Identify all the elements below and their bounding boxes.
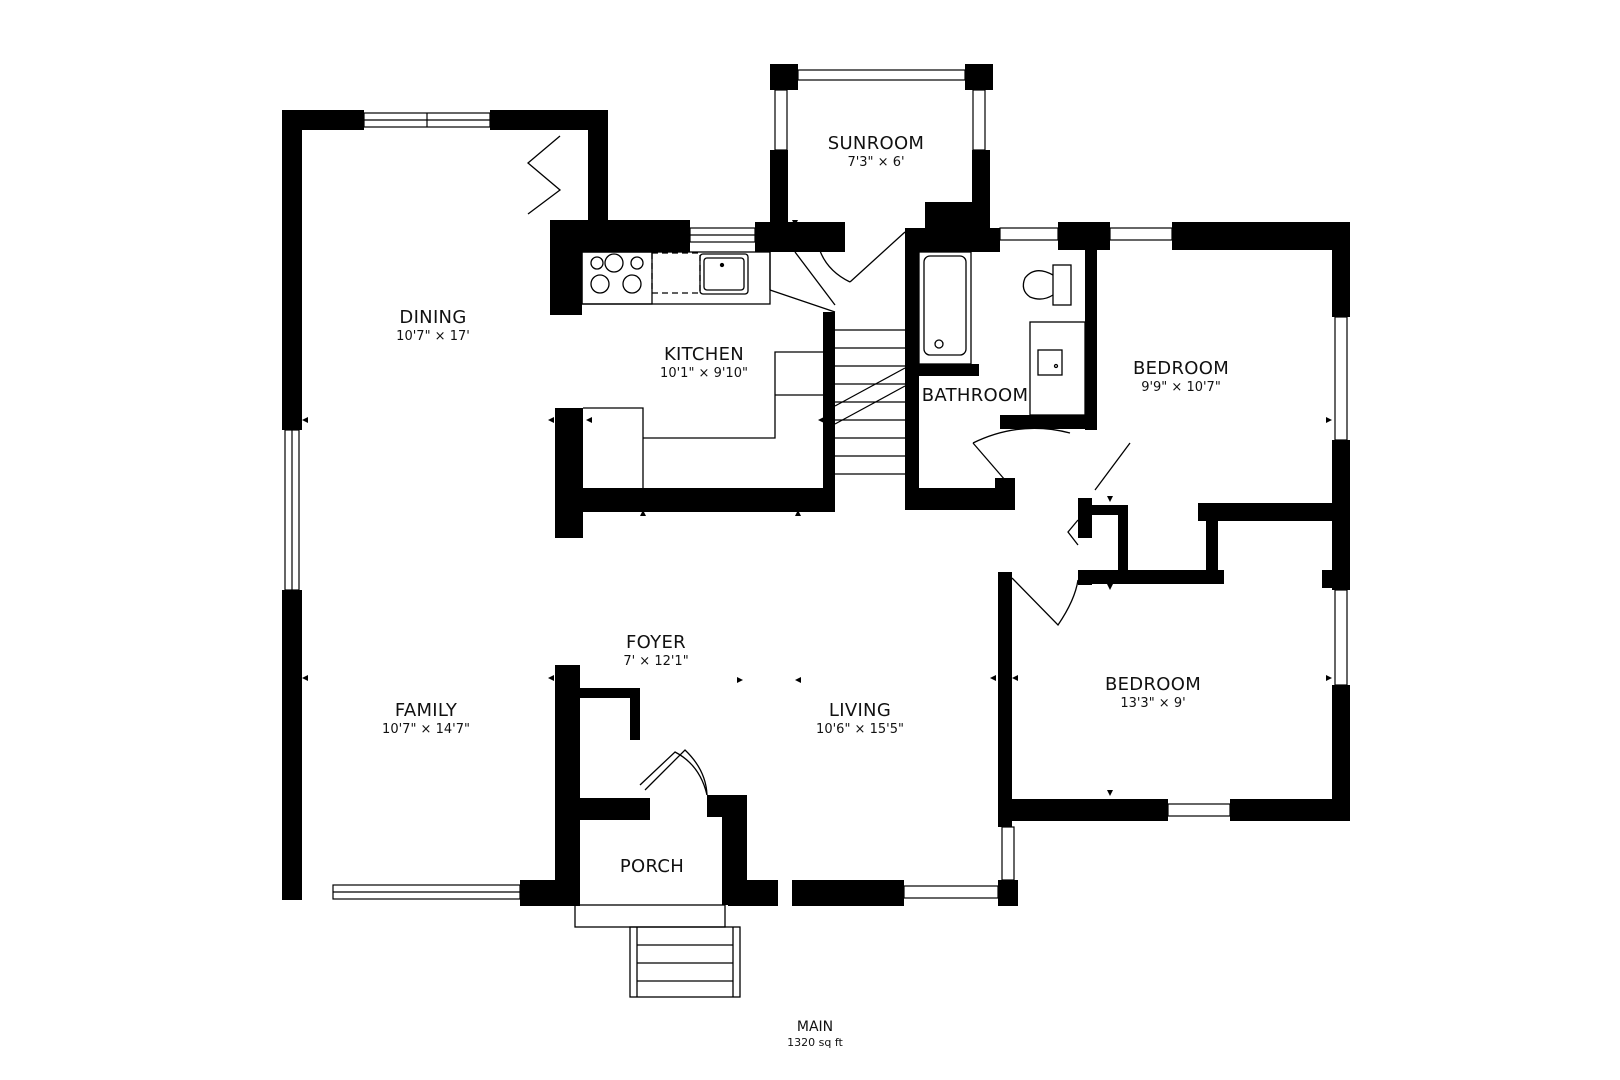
floor-area: 1320 sq ft [787,1036,843,1049]
vanity-sink-icon [1029,321,1086,416]
room-label-sunroom: SUNROOM 7'3" × 6' [828,133,925,171]
walls [282,64,1350,906]
stairs-icon [834,329,906,475]
room-label-kitchen: KITCHEN 10'1" × 9'10" [660,344,748,382]
toilet-icon [1022,264,1072,306]
room-label-dining: DINING 10'7" × 17' [396,307,470,345]
room-label-living: LIVING 10'6" × 15'5" [816,700,904,738]
room-dimensions: 10'7" × 17' [396,329,470,344]
bathtub-icon [907,251,972,365]
room-dimensions: 10'1" × 9'10" [660,366,748,381]
room-dimensions: 7'3" × 6' [847,155,905,170]
room-name: SUNROOM [827,133,925,154]
dishwasher-icon [651,252,701,294]
room-name: BATHROOM [921,385,1029,406]
room-label-bedroom-upper: BEDROOM 9'9" × 10'7" [1133,358,1229,396]
room-dimensions: 10'7" × 14'7" [382,722,470,737]
room-name: LIVING [828,700,892,721]
room-dimensions: 10'6" × 15'5" [816,722,904,737]
room-name: BEDROOM [1132,358,1230,379]
room-label-family: FAMILY 10'7" × 14'7" [382,700,470,738]
room-name: PORCH [619,856,685,877]
room-label-foyer: FOYER 7' × 12'1" [623,632,688,670]
porch-steps [574,904,741,998]
room-label-porch: PORCH [620,856,684,878]
room-name: FAMILY [394,700,458,721]
room-label-bathroom: BATHROOM [922,385,1029,407]
room-name: DINING [399,307,467,328]
room-name: KITCHEN [663,344,745,365]
kitchen-counter [583,351,823,488]
room-name: BEDROOM [1104,674,1202,695]
floor-name: MAIN [796,1019,834,1035]
kitchen-sink-icon [581,251,836,313]
floor-summary: MAIN 1320 sq ft [787,1018,843,1050]
room-dimensions: 13'3" × 9' [1120,696,1186,711]
doors [526,135,1131,796]
room-name: FOYER [626,632,686,653]
room-dimensions: 9'9" × 10'7" [1141,380,1221,395]
room-dimensions: 7' × 12'1" [623,654,689,669]
stove-icon [581,251,653,305]
dimension-markers [302,220,1332,796]
room-label-bedroom-lower: BEDROOM 13'3" × 9' [1105,674,1201,712]
windows [284,69,1348,900]
